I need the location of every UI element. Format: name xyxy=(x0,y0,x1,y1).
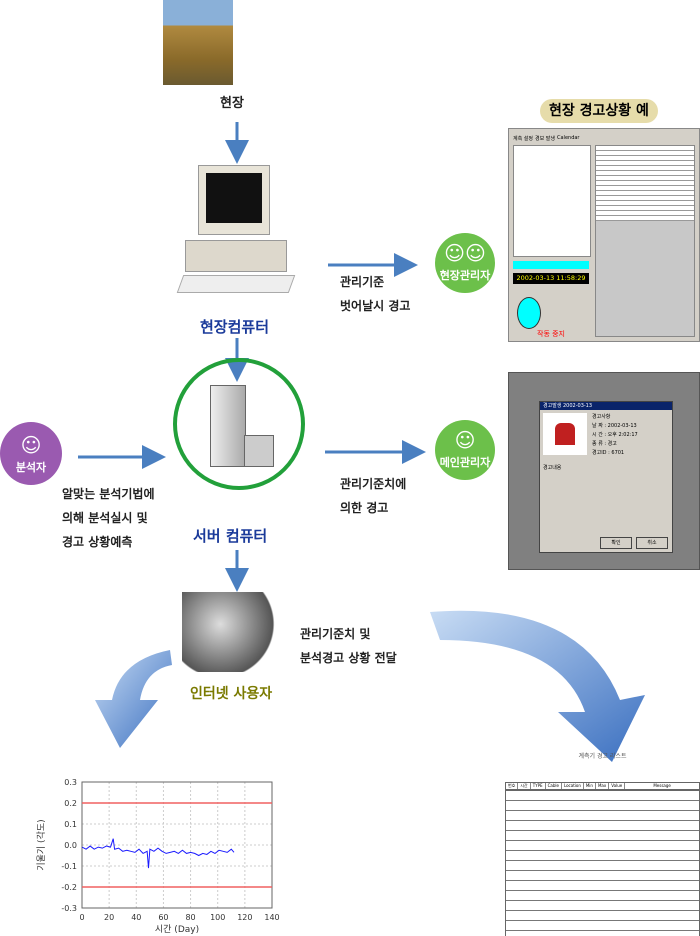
x-tick-label: 20 xyxy=(104,913,114,922)
plot-frame xyxy=(81,781,273,909)
x-tick-label: 120 xyxy=(237,913,252,922)
x-tick-label: 80 xyxy=(185,913,195,922)
siren-icon xyxy=(555,423,575,445)
server-label: 서버 컴퓨터 xyxy=(193,527,268,545)
stop-button[interactable]: 작동 중지 xyxy=(537,330,565,338)
pc-to-manager-text: 관리기준 벗어날시 경고 xyxy=(340,275,411,313)
y-tick-label: 0.3 xyxy=(64,778,77,787)
column-header: Value xyxy=(609,783,626,789)
x-tick-label: 100 xyxy=(210,913,225,922)
clock: 2002-03-13 11:58:29 xyxy=(513,273,589,284)
main-manager-node[interactable]: ☺ 메인관리자 xyxy=(435,420,495,480)
internet-user-icon xyxy=(182,592,278,672)
analyst-node[interactable]: ☺ 분석자 xyxy=(0,422,62,485)
site-manager-node[interactable]: ☺☺ 현장관리자 xyxy=(435,233,495,293)
tab: Calendar xyxy=(557,135,580,141)
curved-arrow-right xyxy=(430,610,645,762)
alert-type: 종 류 : 경고 xyxy=(592,441,617,447)
people-icon: ☺☺ xyxy=(444,241,486,265)
y-tick-label: -0.3 xyxy=(61,904,77,913)
server-to-manager-text: 관리기준치에 의한 경고 xyxy=(340,477,407,515)
x-axis-label: 시간 (Day) xyxy=(155,924,199,935)
server-box-icon xyxy=(244,435,274,467)
alert-sensor: 경고ID : 6701 xyxy=(592,450,625,456)
main-manager-label: 메인관리자 xyxy=(439,456,491,469)
alert-content-label: 경고내용 xyxy=(543,465,562,471)
x-tick-label: 60 xyxy=(158,913,168,922)
x-tick-label: 40 xyxy=(131,913,141,922)
person-icon: ☺ xyxy=(20,433,42,457)
internet-text: 관리기준치 및 분석경고 상황 전달 xyxy=(300,627,397,665)
y-axis-label: 기울기 (각도) xyxy=(35,819,47,870)
alert-date: 날 짜 : 2002-03-13 xyxy=(592,423,637,429)
example-title: 현장 경고상황 예 xyxy=(540,99,658,123)
column-header: Min xyxy=(584,783,596,789)
computer-icon xyxy=(176,165,296,300)
y-tick-label: -0.2 xyxy=(61,883,77,892)
site-manager-label: 현장관리자 xyxy=(439,269,491,282)
analyst-label: 분석자 xyxy=(15,461,47,474)
curved-arrow-left xyxy=(95,650,172,748)
column-header: Max xyxy=(596,783,610,789)
tab: 계측 설정 xyxy=(513,136,533,142)
person-icon: ☺ xyxy=(454,428,476,452)
tab: 경보 발생 xyxy=(535,136,555,142)
cancel-button[interactable]: 취소 xyxy=(636,537,668,549)
warning-list-title: 계측기 경고 리스트 xyxy=(578,753,627,760)
column-header: Cable xyxy=(546,783,562,789)
x-tick-label: 140 xyxy=(264,913,279,922)
column-header: Message xyxy=(653,783,671,788)
alert-screenshot: 경고발생 2002-03-13 경고사항 날 짜 : 2002-03-13 시 … xyxy=(508,372,700,570)
column-header: TYPE xyxy=(531,783,546,789)
series-line xyxy=(81,838,235,869)
y-tick-label: 0.0 xyxy=(64,841,77,850)
analyst-text: 알맞는 분석기법에 의해 분석실시 및 경고 상황예측 xyxy=(62,487,155,549)
alert-section: 경고사항 xyxy=(592,414,611,420)
site-photo xyxy=(163,0,233,85)
column-header: Location xyxy=(562,783,584,789)
y-tick-label: 0.1 xyxy=(64,820,77,829)
site-pc-label: 현장컴퓨터 xyxy=(200,318,270,336)
server-icon xyxy=(210,385,246,467)
server-node xyxy=(173,358,305,490)
y-tick-label: 0.2 xyxy=(64,799,77,808)
ok-button[interactable]: 확인 xyxy=(600,537,632,549)
alert-title: 경고발생 2002-03-13 xyxy=(540,402,672,410)
x-tick-label: 0 xyxy=(79,913,84,922)
column-header: 번호 xyxy=(506,783,519,789)
column-header: 시간 xyxy=(518,783,531,789)
tilt-chart: 0 20 40 60 80 100 120 140 0.3 0.2 0.1 0.0 -0.1 -0.2 -0… xyxy=(35,778,280,935)
alert-time: 시 간 : 오후 2:02:17 xyxy=(592,432,638,438)
gauge-icon xyxy=(517,297,541,329)
site-label: 현장 xyxy=(220,96,244,111)
internet-user-label: 인터넷 사용자 xyxy=(190,686,273,702)
y-tick-label: -0.1 xyxy=(61,862,77,871)
